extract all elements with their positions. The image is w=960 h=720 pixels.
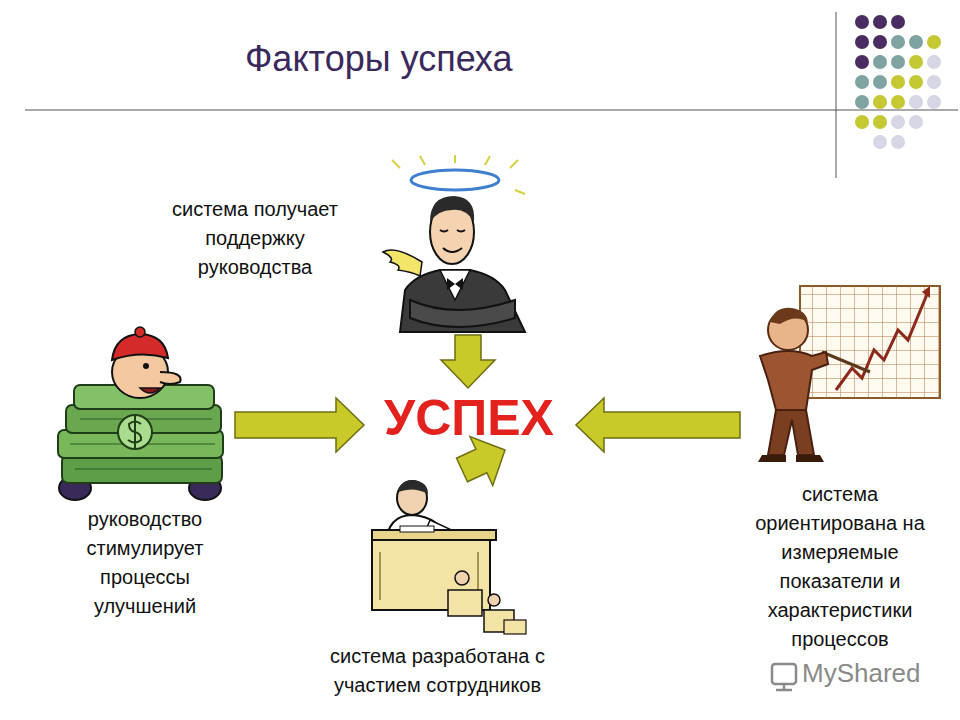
decor-dots — [855, 15, 869, 29]
chart-presenter-figure — [922, 286, 930, 298]
chart-presenter-figure — [800, 286, 940, 398]
factor-block: руководство стимулирует процессы улучшен… — [55, 330, 235, 625]
decor-dots — [909, 115, 923, 129]
angel-manager-figure — [447, 278, 463, 290]
watermark-icon — [772, 664, 796, 684]
decor-dots — [891, 135, 905, 149]
decor-dots — [873, 115, 887, 129]
factor-block: система разработана с участием сотрудник… — [300, 470, 577, 710]
decor-dots — [855, 15, 941, 149]
factor-text: система ориентирована на измеряемые пока… — [745, 480, 935, 654]
decor-dots — [891, 115, 905, 129]
workers-desk-figure — [379, 552, 381, 600]
workers-desk-figure — [448, 590, 482, 616]
watermark-icon — [783, 684, 786, 690]
workers-desk-figure — [504, 620, 526, 634]
chart-presenter-figure — [836, 292, 928, 390]
rule-lines — [25, 110, 958, 111]
factor-block: система получает поддержку руководства — [150, 160, 535, 335]
money-pile-figure — [75, 469, 212, 470]
watermark-icon — [772, 664, 796, 690]
angel-manager-figure — [515, 190, 525, 194]
angel-manager-figure — [411, 170, 499, 190]
decor-dots — [855, 35, 869, 49]
block-arrow — [235, 398, 364, 452]
angel-manager-figure — [392, 160, 400, 168]
money-pile-figure — [140, 388, 160, 393]
slide-title: Факторы успеха — [245, 38, 513, 80]
goal-label: УСПЕХ — [364, 390, 574, 446]
factor-text: система получает поддержку руководства — [150, 195, 360, 282]
decor-dots — [891, 35, 905, 49]
angel-manager-figure — [400, 270, 525, 332]
angel-manager-figure — [383, 155, 525, 332]
angel-manager-figure — [440, 270, 470, 300]
decor-dots — [891, 75, 905, 89]
factor-text: руководство стимулирует процессы улучшен… — [60, 505, 230, 621]
decor-dots — [873, 95, 887, 109]
decor-dots — [891, 55, 905, 69]
decor-dots — [855, 55, 869, 69]
decor-dots — [855, 115, 869, 129]
decor-dots — [909, 95, 923, 109]
angel-manager-figure — [485, 156, 490, 165]
chart-presenter-figure — [768, 410, 814, 455]
angel-manager-figure — [454, 155, 456, 163]
money-pile-figure — [58, 327, 223, 500]
decor-dots — [927, 55, 941, 69]
watermark: MyShared — [802, 658, 921, 689]
decor-dots — [909, 75, 923, 89]
angel-manager-figure — [392, 155, 525, 194]
decor-dots — [873, 75, 887, 89]
angel-manager-figure — [383, 250, 422, 276]
decor-dots — [873, 35, 887, 49]
chart-presenter-figure — [800, 286, 940, 398]
workers-desk-figure — [398, 480, 428, 494]
decor-dots — [855, 95, 869, 109]
money-pile-figure — [62, 455, 222, 483]
rule-lines — [25, 12, 958, 178]
decor-dots — [927, 95, 941, 109]
workers-desk-figure — [397, 481, 427, 515]
decor-dots — [927, 35, 941, 49]
workers-desk-figure — [400, 526, 434, 532]
decor-dots — [855, 75, 869, 89]
angel-manager-figure — [420, 156, 425, 165]
chart-presenter-figure — [760, 351, 828, 410]
decor-dots — [873, 15, 887, 29]
money-pile-figure — [118, 415, 152, 449]
block-arrow — [441, 335, 495, 388]
decor-dots — [873, 135, 887, 149]
decor-dots — [909, 55, 923, 69]
block-arrow — [576, 398, 740, 452]
decor-dots — [909, 35, 923, 49]
factor-block: система ориентирована на измеряемые пока… — [740, 280, 940, 658]
chart-presenter-figure — [822, 352, 870, 372]
workers-desk-figure — [455, 571, 469, 585]
decor-dots — [891, 95, 905, 109]
angel-manager-figure — [430, 196, 474, 222]
factor-text: система разработана с участием сотрудник… — [300, 642, 575, 700]
decor-dots — [927, 75, 941, 89]
money-pile-figure — [112, 334, 168, 360]
money-pile-figure — [160, 372, 181, 384]
money-pile-figure — [128, 416, 141, 448]
rule-lines — [836, 12, 837, 178]
chart-presenter-figure — [758, 455, 824, 462]
angel-manager-figure — [443, 248, 462, 252]
money-pile-figure — [135, 327, 145, 337]
chart-presenter-figure — [758, 286, 940, 462]
decor-dots — [873, 55, 887, 69]
decor-dots — [891, 15, 905, 29]
angel-manager-figure — [440, 230, 465, 232]
angel-manager-figure — [510, 160, 518, 168]
goal-node: УСПЕХ — [364, 388, 576, 450]
angel-manager-figure — [410, 300, 515, 327]
workers-desk-figure — [372, 480, 526, 634]
chart-presenter-figure — [770, 308, 808, 324]
workers-desk-figure — [488, 594, 500, 606]
money-pile-figure — [143, 363, 149, 369]
